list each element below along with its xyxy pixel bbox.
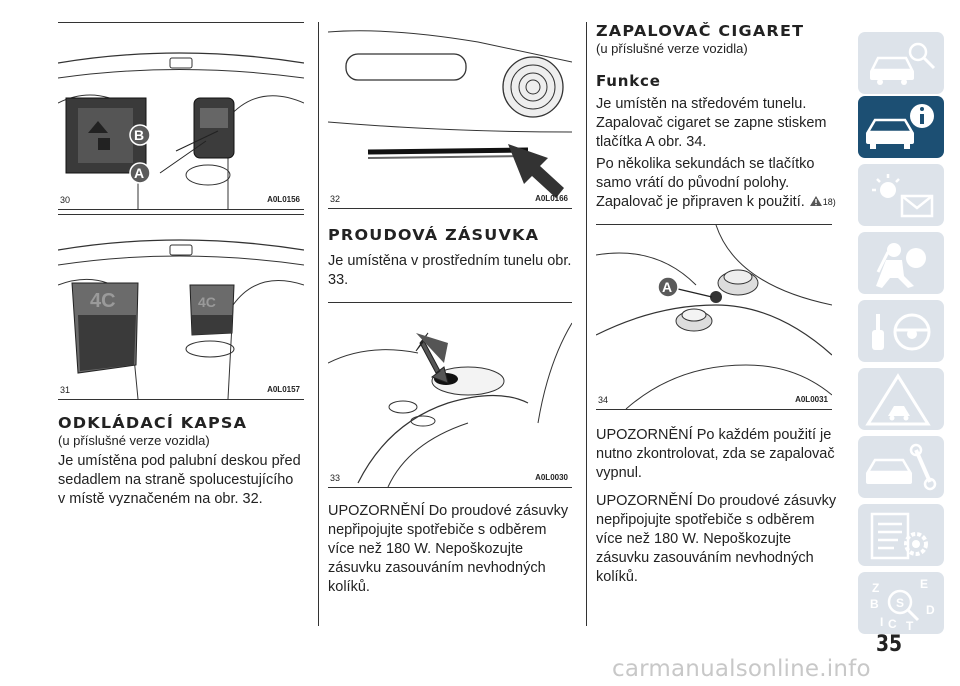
car-wrench-icon	[865, 443, 937, 491]
car-info-icon	[865, 104, 934, 149]
column-divider-2	[586, 22, 587, 626]
cigarette-lighter-text-2: Po několika sekundách se tlačítko samo v…	[596, 155, 840, 212]
svg-text:C: C	[888, 617, 897, 631]
figure-31-illustration: 4C 4C	[58, 239, 304, 399]
tab-technical-data[interactable]	[858, 504, 944, 566]
airbag-person-icon	[876, 243, 926, 288]
tab-starting-driving[interactable]	[858, 300, 944, 362]
svg-text:B: B	[870, 597, 879, 611]
tab-maintenance[interactable]	[858, 436, 944, 498]
svg-text:I: I	[880, 615, 883, 629]
key-steering-wheel-icon	[872, 313, 931, 351]
power-socket-text: Je umístěna v prostředním tunelu obr. 33…	[328, 253, 572, 288]
figure-31-logo-left: 4C	[90, 290, 116, 312]
tab-emergency[interactable]	[858, 368, 944, 430]
subsection-heading-function: Funkce	[596, 72, 661, 90]
cigarette-lighter-text-2-body: Po několika sekundách se tlačítko samo v…	[596, 156, 815, 210]
road-warning-icon	[865, 373, 931, 426]
section-heading-cigarette-lighter: ZAPALOVAČ CIGARET	[596, 22, 805, 40]
cigarette-lighter-warning-1: UPOZORNĚNÍ Po každém použití je nutno zk…	[596, 427, 835, 481]
section-subheading-cigarette-lighter: (u příslušné verze vozidla)	[596, 41, 748, 56]
tab-car-overview[interactable]	[858, 32, 944, 94]
car-search-icon	[869, 42, 936, 85]
cigarette-lighter-text-1: Je umístěn na středovém tunelu. Zapalova…	[596, 96, 827, 150]
section-heading-storage-pocket: ODKLÁDACÍ KAPSA	[58, 414, 248, 432]
storage-pocket-text: Je umístěna pod palubní deskou před seda…	[58, 453, 301, 507]
figure-32-illustration	[328, 30, 572, 198]
figure-30: B A 30 A0L0156	[58, 22, 304, 210]
svg-text:S: S	[896, 596, 904, 610]
figure-34: A 34 A0L0031	[596, 224, 832, 410]
figure-30-label-b: B	[134, 127, 144, 143]
svg-text:T: T	[906, 619, 914, 633]
figure-34-code: A0L0031	[795, 395, 828, 404]
svg-text:Z: Z	[872, 581, 879, 595]
warning-light-icon	[872, 174, 934, 218]
tab-safety[interactable]	[858, 232, 944, 294]
power-socket-warning: UPOZORNĚNÍ Do proudové zásuvky nepřipoju…	[328, 503, 569, 595]
figure-30-number: 30	[60, 195, 71, 205]
figure-30-illustration: B A	[58, 52, 304, 209]
tab-warning-lights[interactable]	[858, 164, 944, 226]
section-subheading-storage-pocket: (u příslušné verze vozidla)	[58, 433, 210, 448]
figure-31-code: A0L0157	[267, 385, 300, 394]
warning-triangle-icon	[809, 196, 822, 206]
column-divider-1	[318, 22, 319, 626]
figure-33-illustration	[328, 322, 572, 487]
figure-32-number: 32	[330, 194, 341, 204]
figure-34-number: 34	[598, 395, 609, 405]
watermark: carmanualsonline.info	[612, 656, 871, 682]
figure-31-logo-right: 4C	[198, 294, 216, 310]
figure-32: 32 A0L0166	[328, 22, 572, 209]
figure-34-illustration: A	[596, 225, 832, 409]
tab-car-info[interactable]	[858, 96, 944, 158]
section-heading-power-socket: PROUDOVÁ ZÁSUVKA	[328, 226, 540, 244]
figure-31-number: 31	[60, 385, 71, 395]
figure-30-code: A0L0156	[267, 195, 300, 204]
cigarette-lighter-reference: 18)	[822, 197, 836, 207]
figure-33-code: A0L0030	[535, 473, 568, 482]
svg-text:D: D	[926, 603, 935, 617]
figure-30-label-a: A	[134, 165, 144, 181]
figure-33: 33 A0L0030	[328, 302, 572, 488]
figure-33-number: 33	[330, 473, 341, 483]
figure-32-code: A0L0166	[535, 194, 568, 203]
figure-31: 4C 4C 31 A0L0157	[58, 214, 304, 400]
svg-text:E: E	[920, 577, 928, 591]
page-number: 35	[876, 632, 903, 657]
cigarette-lighter-warning-2: UPOZORNĚNÍ Do proudové zásuvky nepřipoju…	[596, 493, 837, 585]
figure-34-label-a: A	[662, 279, 672, 295]
specs-list-gear-icon	[870, 512, 928, 560]
